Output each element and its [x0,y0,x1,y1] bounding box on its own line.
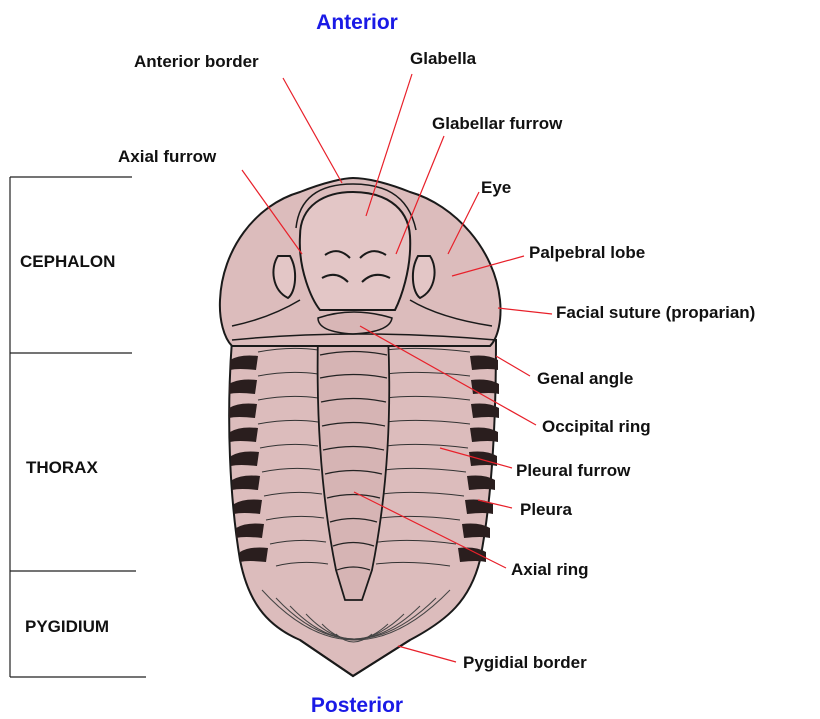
posterior-direction-label: Posterior [311,694,403,717]
anterior-direction-label: Anterior [316,11,398,34]
label-glabellar-furrow: Glabellar furrow [432,114,563,133]
leader-pygidial-border [398,646,456,662]
label-genal-angle: Genal angle [537,369,633,388]
leader-genal-angle [496,356,530,376]
glabella-shape [300,192,410,310]
section-label-pygidium: PYGIDIUM [25,617,109,636]
label-anterior-border: Anterior border [134,52,259,71]
label-pleural-furrow: Pleural furrow [516,461,631,480]
label-facial-suture: Facial suture (proparian) [556,303,755,322]
leader-anterior-border [283,78,342,183]
label-occipital-ring: Occipital ring [542,417,651,436]
label-axial-furrow: Axial furrow [118,147,217,166]
trilobite-body [220,178,501,676]
label-pygidial-border: Pygidial border [463,653,587,672]
label-palpebral-lobe: Palpebral lobe [529,243,645,262]
label-pleura: Pleura [520,500,573,519]
label-eye: Eye [481,178,511,197]
section-label-cephalon: CEPHALON [20,252,115,271]
section-label-thorax: THORAX [26,458,98,477]
label-glabella: Glabella [410,49,477,68]
label-axial-ring: Axial ring [511,560,588,579]
leader-facial-suture [498,308,552,314]
